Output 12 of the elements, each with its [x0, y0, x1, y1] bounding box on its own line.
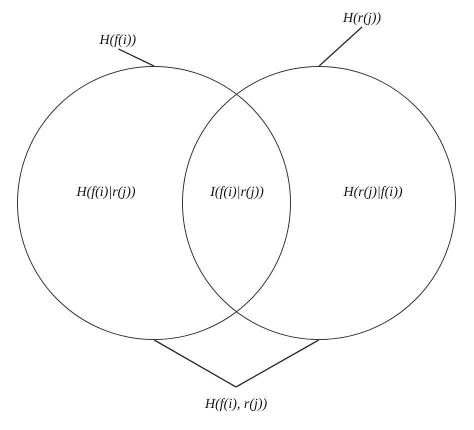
term-label: H(f(i), r(j)): [205, 387, 268, 413]
set-circle: [17, 66, 291, 340]
leader-line: [154, 339, 236, 388]
leader-line: [318, 26, 362, 66]
term-label: H(f(i)): [100, 33, 136, 49]
leader-line: [118, 48, 154, 67]
region-label: I(f(i)|r(j)): [210, 185, 264, 201]
term-label: H(r(j)): [343, 11, 382, 27]
set-circle: [182, 66, 456, 340]
leader-line: [236, 339, 320, 388]
region-label: H(r(j)|f(i)): [343, 185, 403, 201]
region-label: H(f(i)|r(j)): [76, 185, 136, 201]
